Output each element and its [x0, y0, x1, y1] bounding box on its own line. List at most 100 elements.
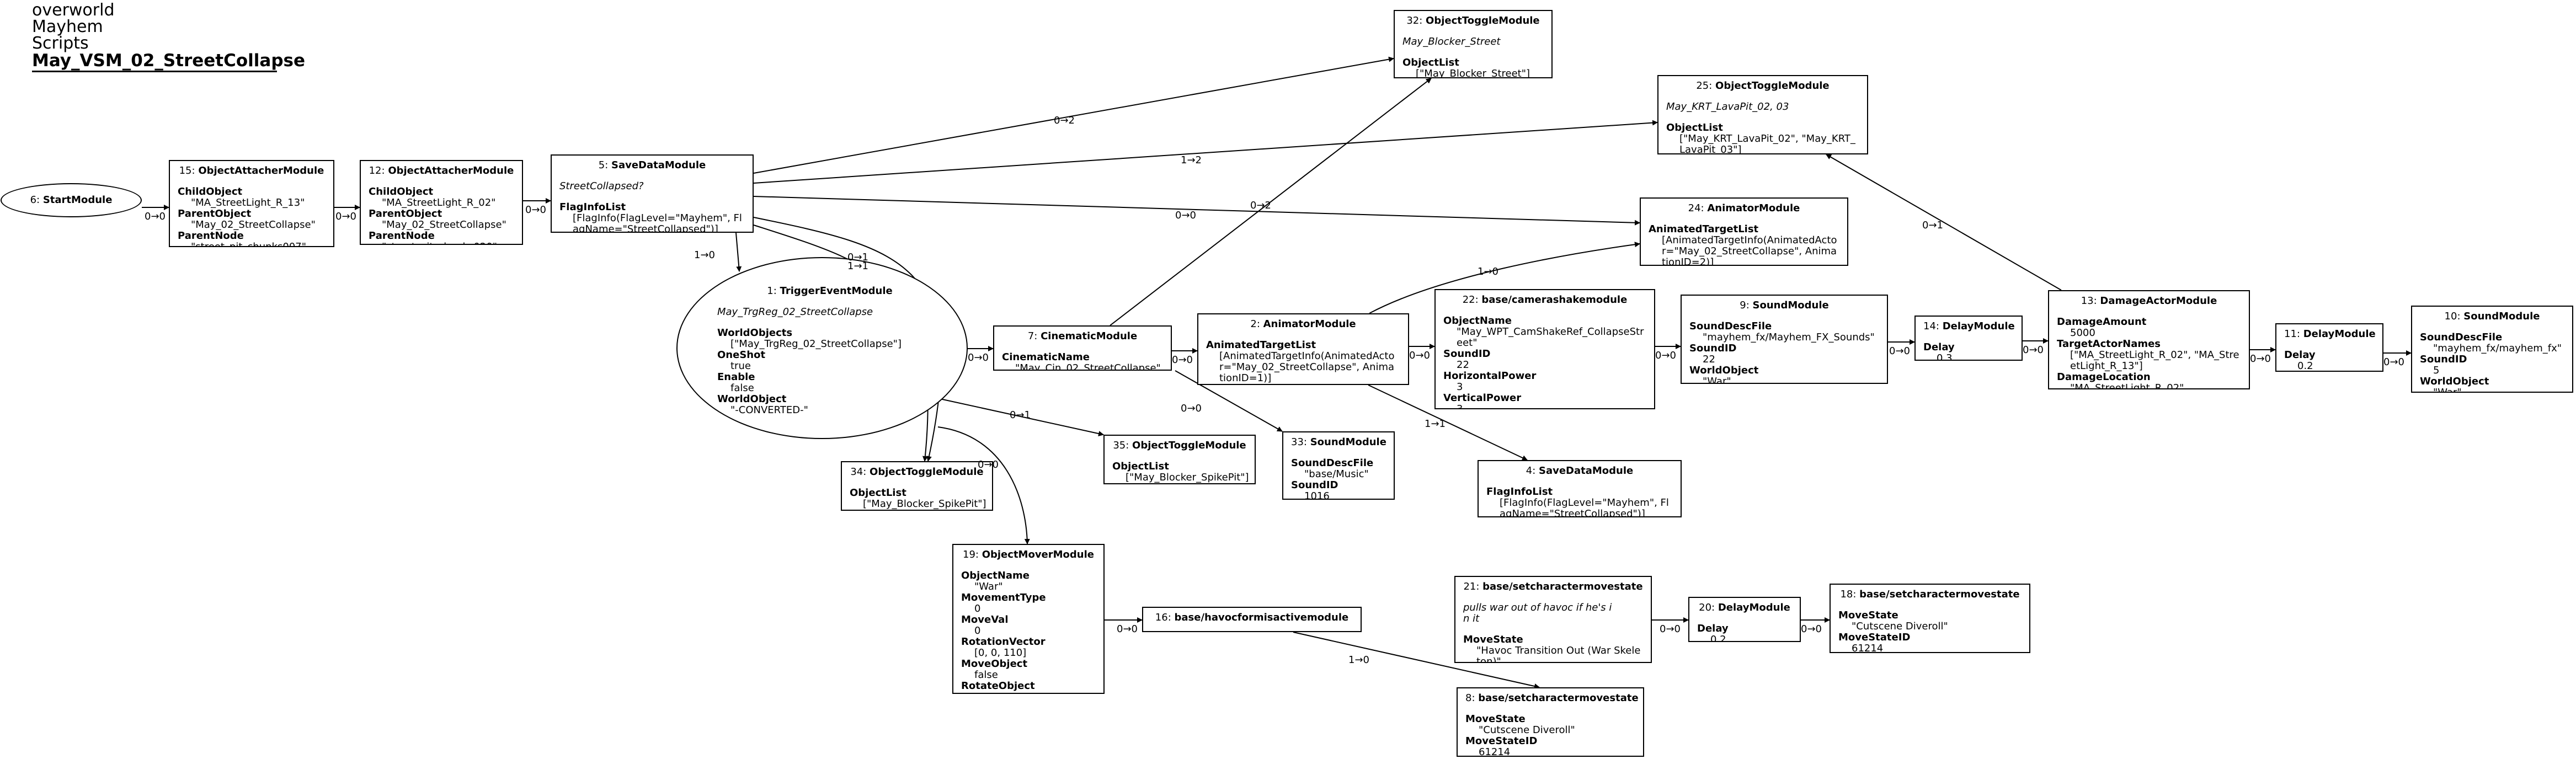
node-id-separator: : — [1709, 80, 1716, 92]
field-value: [0, 0, 110] — [974, 647, 1027, 659]
spacer — [1402, 26, 1544, 36]
field-value: ["MA_StreetLight_R_02", "MA_Stre etLight… — [2070, 349, 2239, 372]
field-name: RotateObject — [961, 680, 1035, 692]
field-value: 3 — [1457, 403, 1463, 409]
node-title: 13: DamageActorModule — [2057, 296, 2241, 307]
field-name: RotationVector — [961, 636, 1046, 648]
field-value: 5 — [2433, 365, 2440, 376]
field-value: [FlagInfo(FlagLevel="Mayhem", Fl agName=… — [1500, 497, 1669, 517]
node-title: 14: DelayModule — [1923, 320, 2015, 332]
field-value: "War" — [2433, 387, 2462, 393]
field-name: WorldObject — [2420, 376, 2489, 387]
node-title: 22: base/camerashakemodule — [1443, 295, 1646, 306]
node-title: 1: TriggerEventModule — [717, 286, 942, 297]
spacer — [1291, 448, 1386, 458]
node-type: ObjectMoverModule — [982, 549, 1094, 560]
node-id-separator: : — [1167, 612, 1175, 623]
node-type: SaveDataModule — [1539, 465, 1634, 477]
node-type: ObjectToggleModule — [870, 466, 984, 478]
edge-n5-n24 — [753, 196, 1640, 226]
edge-label: 0→1 — [847, 252, 868, 263]
node-type: DamageActorModule — [2100, 295, 2217, 307]
spacer — [850, 478, 984, 488]
node-id-separator: : — [1746, 300, 1753, 311]
field-value: 22 — [1457, 359, 1469, 371]
spacer — [1002, 342, 1163, 352]
edge-label: 0→0 — [1889, 345, 1910, 357]
node-id: 19 — [963, 549, 975, 560]
node-id-separator: : — [1419, 15, 1426, 26]
field-value: [AnimatedTargetInfo(AnimatedActo r="May_… — [1662, 234, 1837, 266]
node-type: base/havocformisactivemodule — [1174, 612, 1349, 623]
edge-label: 0→0 — [1409, 350, 1430, 361]
node-16[interactable]: 16: base/havocformisactivemodule — [1142, 607, 1362, 632]
field-name: Delay — [1697, 623, 1729, 634]
edge-n13-n25 — [1826, 154, 2062, 291]
node-type: SoundModule — [1310, 436, 1386, 448]
edge-label: 0→0 — [1175, 210, 1196, 221]
field-value: "War" — [1703, 376, 1731, 384]
node-id-separator: : — [1935, 320, 1943, 332]
field-name: SoundDescFile — [1689, 320, 1772, 332]
edge-label: 0→0 — [1801, 623, 1822, 635]
field-value: "Havoc Transition Out (War Skele ton)" — [1476, 645, 1641, 663]
node-title: 18: base/setcharactermovestate — [1838, 589, 2022, 600]
edge-label: 1→0 — [1478, 266, 1498, 277]
spacer — [1463, 592, 1643, 602]
edge-label: 0→0 — [145, 211, 166, 222]
spacer — [1689, 311, 1879, 321]
edge-label: 0→0 — [525, 204, 546, 216]
field-value: ["May_Blocker_Street"] — [1416, 68, 1530, 78]
node-type: ObjectAttacherModule — [198, 165, 324, 177]
node-id-separator: : — [773, 285, 780, 297]
spacer — [717, 297, 942, 307]
node-id: 22 — [1462, 294, 1475, 306]
field-name: ObjectList — [1402, 57, 1459, 68]
field-value: 1016 — [1304, 490, 1330, 500]
node-title: 5: SaveDataModule — [559, 160, 745, 171]
node-id: 6 — [30, 194, 37, 206]
spacer — [961, 560, 1096, 570]
edge-label: 0→0 — [2383, 356, 2404, 368]
field-value: 61214 — [1479, 746, 1511, 757]
node-id: 10 — [2444, 311, 2457, 322]
node-type: base/camerashakemodule — [1481, 294, 1628, 306]
node-type: ObjectToggleModule — [1426, 15, 1540, 26]
field-value: "May_02_StreetCollapse" — [191, 219, 316, 231]
edge-label: 0→0 — [1117, 623, 1138, 635]
node-id-separator: : — [2457, 311, 2464, 322]
node-title: 20: DelayModule — [1697, 602, 1792, 613]
spacer — [178, 177, 326, 186]
field-value: "street_pit_chunks020" — [369, 242, 514, 244]
spacer — [1465, 704, 1635, 714]
field-name: ObjectList — [1666, 122, 1723, 133]
node-id: 34 — [850, 466, 863, 478]
node-title: 8: base/setcharactermovestate — [1465, 693, 1639, 704]
field-name: AnimatedTargetList — [1206, 339, 1316, 351]
node-6[interactable]: 6: StartModule — [1, 183, 142, 217]
